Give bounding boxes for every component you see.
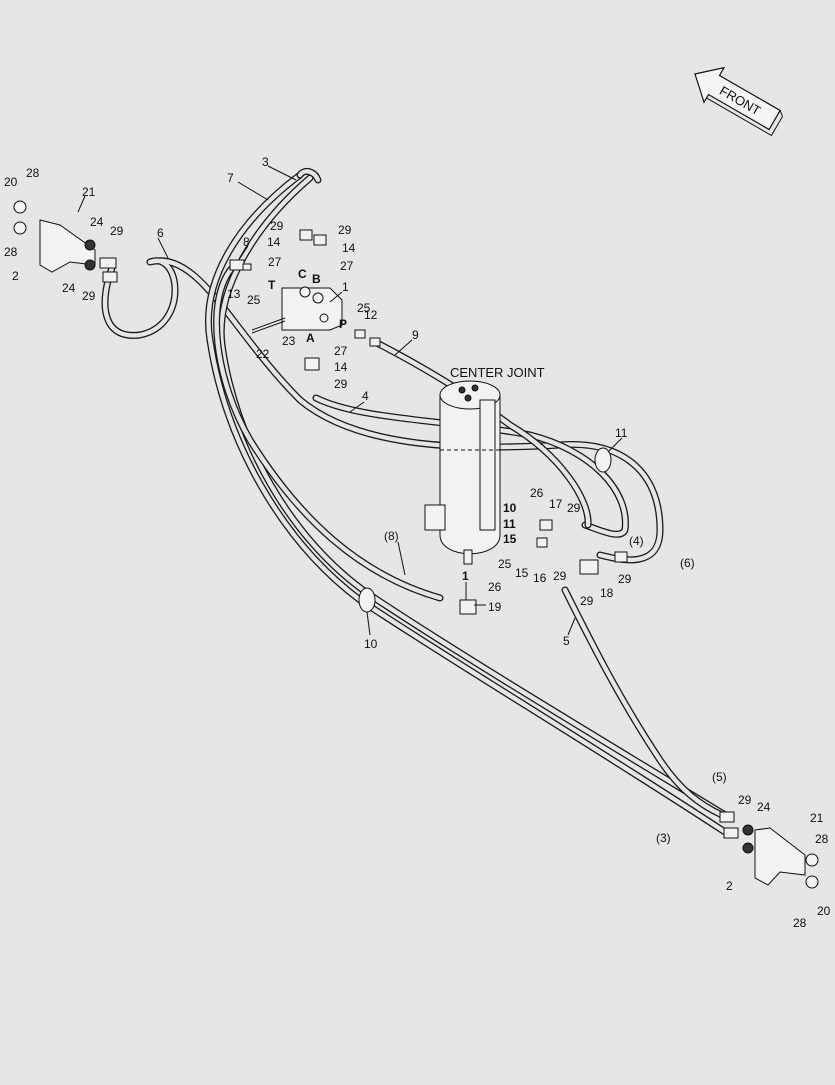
port-a: A — [306, 331, 315, 345]
label-29-c: 29 — [270, 219, 284, 233]
port-t: T — [268, 278, 276, 292]
label-19: 19 — [488, 600, 502, 614]
valve-block — [281, 286, 343, 331]
label-29-a: 29 — [110, 224, 124, 238]
label-20-left: 20 — [4, 175, 18, 189]
label-24-a: 24 — [90, 215, 104, 229]
label-3: 3 — [262, 155, 269, 169]
hose-7 — [205, 171, 729, 836]
cj-port-1: 1 — [462, 569, 469, 583]
bracket-right — [742, 824, 819, 889]
label-14-c: 14 — [334, 360, 348, 374]
label-25-b: 25 — [357, 301, 371, 315]
label-25-c: 25 — [498, 557, 512, 571]
label-27-b: 27 — [340, 259, 354, 273]
cj-port-11: 11 — [503, 517, 516, 531]
label-29-right: 29 — [738, 793, 752, 807]
label-4-paren: (4) — [629, 534, 644, 548]
label-28-c: 28 — [815, 832, 829, 846]
label-5-paren: (5) — [712, 770, 727, 784]
label-8: 8 — [243, 235, 250, 249]
label-12: 12 — [364, 308, 378, 322]
label-3-paren: (3) — [656, 831, 671, 845]
label-26-b: 26 — [488, 580, 502, 594]
label-6-paren: (6) — [680, 556, 695, 570]
port-b: B — [312, 272, 321, 286]
label-2-right: 2 — [726, 879, 733, 893]
fittings — [99, 229, 739, 839]
label-29-d: 29 — [338, 223, 352, 237]
label-29-b: 29 — [82, 289, 96, 303]
label-26-a: 26 — [530, 486, 544, 500]
hose-4 — [312, 394, 629, 538]
label-14-b: 14 — [342, 241, 356, 255]
label-21-left: 21 — [82, 185, 96, 199]
label-2-left: 2 — [12, 269, 19, 283]
hose-9 — [371, 338, 592, 529]
label-28-d: 28 — [793, 916, 807, 930]
cj-port-15: 15 — [503, 532, 517, 546]
label-27-c: 27 — [334, 344, 348, 358]
label-29-f: 29 — [567, 501, 581, 515]
label-8-paren: (8) — [384, 529, 399, 543]
label-18: 18 — [600, 586, 614, 600]
label-20-right: 20 — [817, 904, 831, 918]
label-7: 7 — [227, 171, 234, 185]
clamp-11 — [594, 447, 612, 473]
port-c: C — [298, 267, 307, 281]
label-15: 15 — [515, 566, 529, 580]
label-29-h: 29 — [618, 572, 632, 586]
cj-port-10: 10 — [503, 501, 517, 515]
port-p: P — [339, 317, 347, 331]
label-29-g: 29 — [553, 569, 567, 583]
label-10-clamp: 10 — [364, 637, 378, 651]
label-23: 23 — [282, 334, 296, 348]
label-28-b: 28 — [4, 245, 18, 259]
label-25-a: 25 — [247, 293, 261, 307]
hoses — [101, 167, 734, 836]
bracket-left — [13, 200, 96, 273]
label-22: 22 — [256, 347, 270, 361]
part-labels: 3 7 6 28 20 21 24 29 28 2 24 29 29 29 14… — [4, 155, 831, 930]
label-24-b: 24 — [62, 281, 76, 295]
label-17: 17 — [549, 497, 563, 511]
hose-8 — [213, 264, 444, 602]
label-28-a: 28 — [26, 166, 40, 180]
center-joint-label: CENTER JOINT — [450, 365, 545, 380]
label-4: 4 — [362, 389, 369, 403]
center-joint: CENTER JOINT — [424, 365, 545, 565]
label-13: 13 — [227, 287, 241, 301]
label-24-right: 24 — [757, 800, 771, 814]
hose-top-elbows — [296, 167, 322, 184]
label-16: 16 — [533, 571, 547, 585]
label-27-a: 27 — [268, 255, 282, 269]
label-9: 9 — [412, 328, 419, 342]
label-5: 5 — [563, 634, 570, 648]
label-29-e: 29 — [334, 377, 348, 391]
label-6: 6 — [157, 226, 164, 240]
front-arrow: FRONT — [694, 66, 784, 137]
clamp-10 — [358, 587, 376, 613]
hose-3 — [217, 174, 734, 822]
label-14-a: 14 — [267, 235, 281, 249]
label-21-right: 21 — [810, 811, 824, 825]
hose-6 — [101, 257, 664, 564]
label-11-clamp: 11 — [615, 426, 628, 440]
leaders — [77, 165, 623, 636]
hose-5 — [561, 586, 726, 819]
label-1: 1 — [342, 280, 349, 294]
label-29-i: 29 — [580, 594, 594, 608]
